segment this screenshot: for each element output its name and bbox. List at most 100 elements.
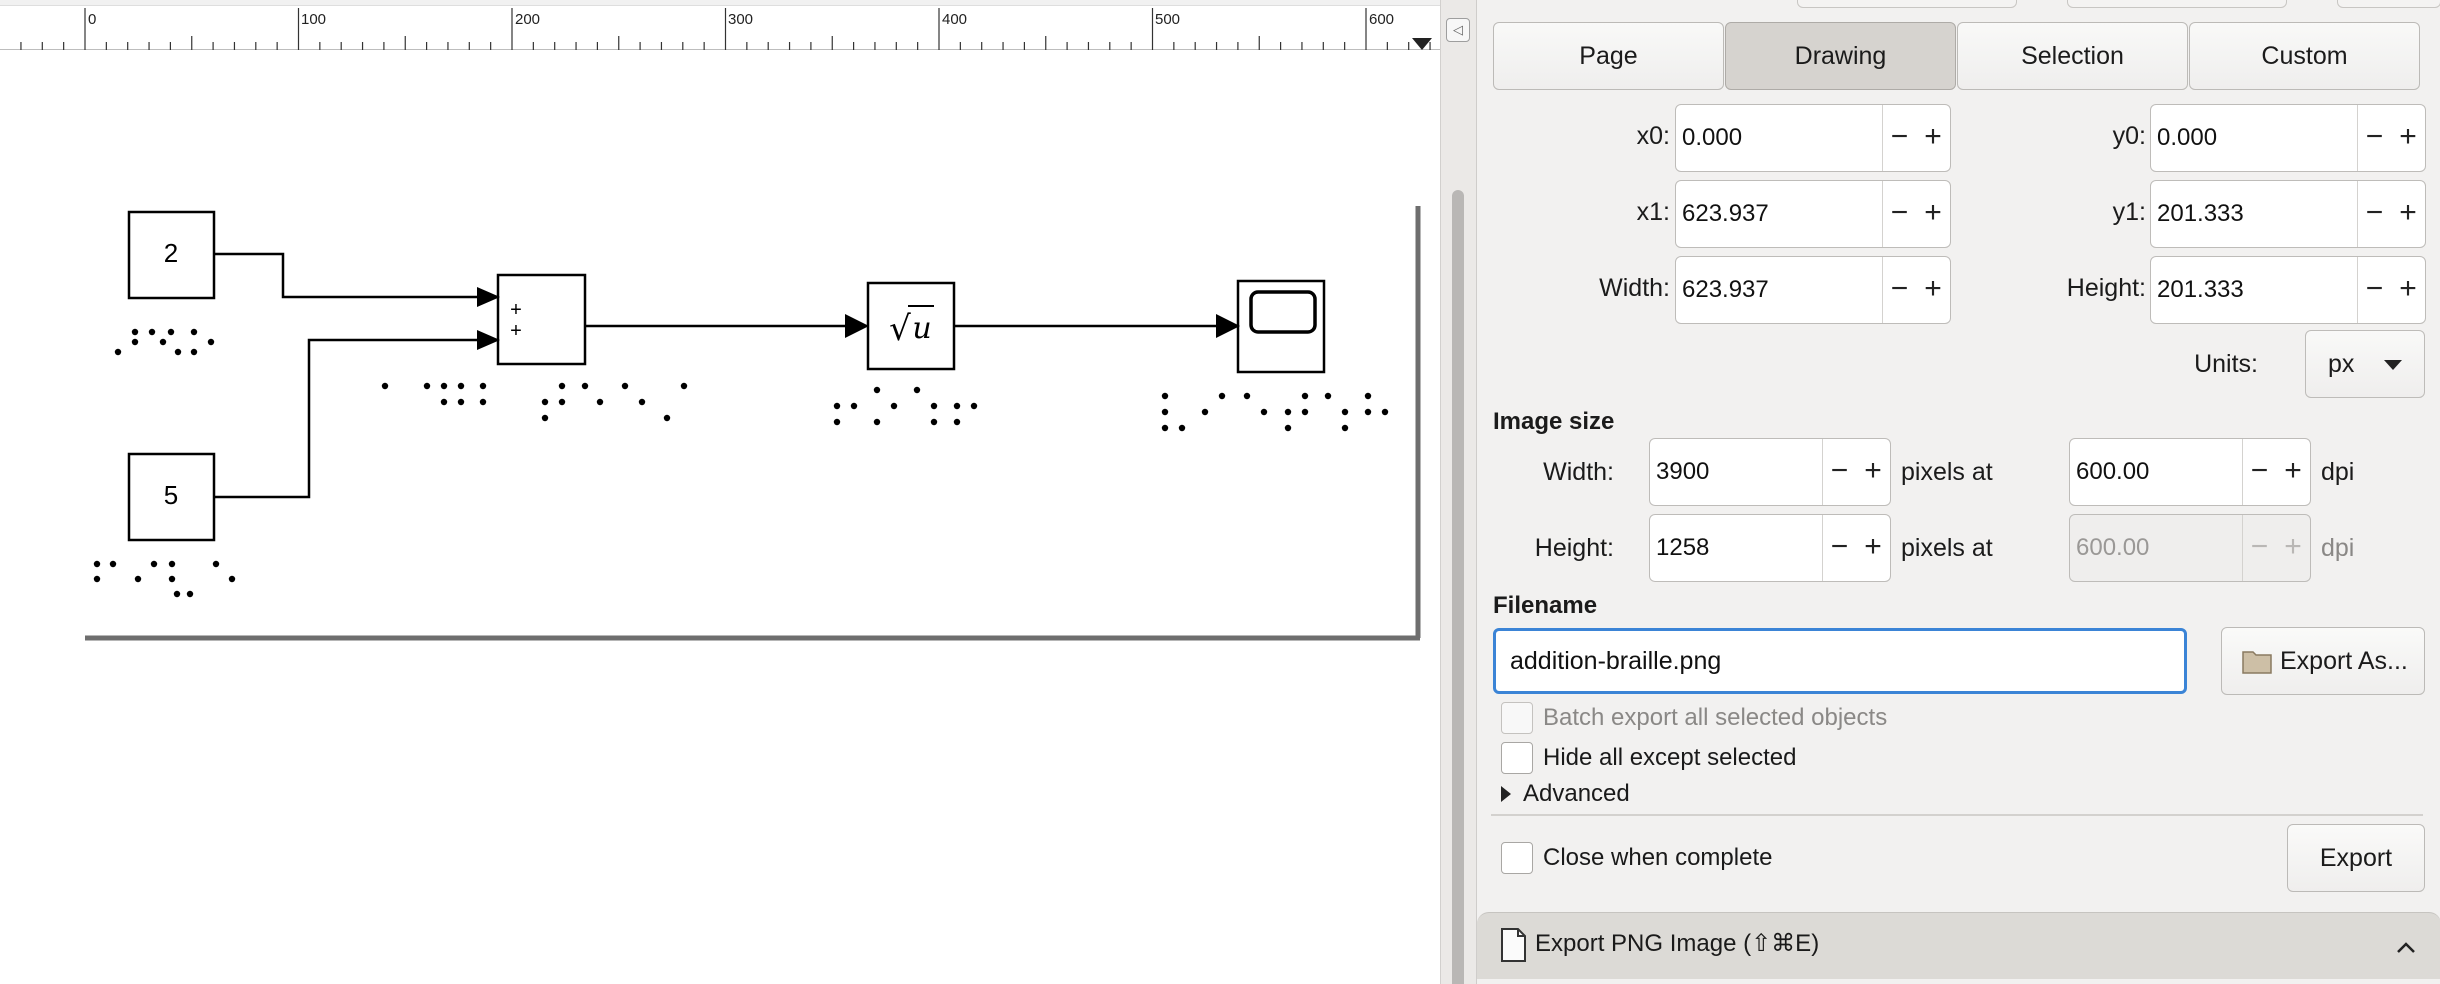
y0-increment-button[interactable]: + bbox=[2399, 120, 2417, 153]
vertical-scrollbar[interactable]: ◁ bbox=[1440, 0, 1476, 984]
folder-icon bbox=[2242, 651, 2272, 674]
x0-spinbox: − + bbox=[1675, 104, 1951, 172]
sqrt-block[interactable]: √ u bbox=[866, 281, 956, 371]
ruler-label-100: 100 bbox=[301, 11, 327, 28]
dock-toggle-button[interactable]: ◁ bbox=[1446, 18, 1470, 42]
x1-input[interactable] bbox=[1676, 181, 1882, 247]
signal-lines bbox=[214, 252, 1222, 499]
area-width-increment-button[interactable]: + bbox=[1924, 272, 1942, 305]
export-as-button[interactable]: Export As... bbox=[2221, 627, 2425, 695]
export-png-title: Export PNG Image (⇧⌘E) bbox=[1535, 930, 1820, 957]
batch-export-checkbox[interactable] bbox=[1501, 702, 1533, 734]
close-when-complete-checkbox[interactable] bbox=[1501, 842, 1533, 874]
ruler-top-strip bbox=[0, 0, 1440, 6]
vertical-scrollbar-thumb[interactable] bbox=[1452, 190, 1464, 984]
tab-drawing[interactable]: Drawing bbox=[1725, 22, 1956, 90]
drawing-svg[interactable]: 2 5 + + √ u bbox=[0, 0, 1440, 984]
toolbar-stub-2 bbox=[2067, 0, 2287, 8]
constant-block-5[interactable]: 5 bbox=[127, 452, 216, 542]
export-as-label: Export As... bbox=[2280, 647, 2408, 675]
document-icon bbox=[1501, 928, 1526, 962]
braille-label-constant-2 bbox=[114, 328, 215, 356]
dpi-x-decrement-button[interactable]: − bbox=[2242, 439, 2276, 505]
ruler-ticks bbox=[20, 8, 1431, 50]
dpi-y-spinbox: − + bbox=[2069, 514, 2311, 582]
x1-decrement-button[interactable]: − bbox=[1882, 181, 1916, 247]
image-height-spinbox: − + bbox=[1649, 514, 1891, 582]
x0-decrement-button[interactable]: − bbox=[1882, 105, 1916, 171]
filename-input[interactable] bbox=[1493, 628, 2187, 694]
dpi-y-input bbox=[2070, 515, 2242, 581]
toolbar-stub-1 bbox=[1797, 0, 2017, 8]
ruler-label-500: 500 bbox=[1155, 11, 1181, 28]
constant-5-value: 5 bbox=[164, 480, 178, 510]
sqrt-symbol: √ bbox=[889, 309, 911, 349]
close-when-complete-row: Close when complete bbox=[1501, 840, 1772, 876]
image-height-decrement-button[interactable]: − bbox=[1822, 515, 1856, 581]
y0-label: y0: bbox=[2112, 122, 2146, 150]
dpi-x-increment-button[interactable]: + bbox=[2284, 454, 2302, 487]
area-height-input[interactable] bbox=[2151, 257, 2357, 323]
x0-increment-button[interactable]: + bbox=[1924, 120, 1942, 153]
x0-label: x0: bbox=[1636, 122, 1670, 150]
batch-export-row: Batch export all selected objects bbox=[1501, 700, 1887, 736]
sum-sign-1: + bbox=[510, 299, 522, 321]
area-width-decrement-button[interactable]: − bbox=[1882, 257, 1916, 323]
advanced-expander[interactable]: Advanced bbox=[1501, 778, 1630, 810]
dpi-x-input[interactable] bbox=[2070, 439, 2242, 505]
image-width-decrement-button[interactable]: − bbox=[1822, 439, 1856, 505]
export-png-panel: Page Drawing Selection Custom x0: − + y0… bbox=[1476, 0, 2440, 984]
y1-spinbox: − + bbox=[2150, 180, 2426, 248]
tab-page[interactable]: Page bbox=[1493, 22, 1724, 90]
y1-decrement-button[interactable]: − bbox=[2357, 181, 2391, 247]
export-button[interactable]: Export bbox=[2287, 824, 2425, 892]
x1-increment-button[interactable]: + bbox=[1924, 196, 1942, 229]
ruler-label-600: 600 bbox=[1369, 11, 1395, 28]
image-width-input[interactable] bbox=[1650, 439, 1822, 505]
ruler-label-0: 0 bbox=[88, 11, 97, 28]
braille-label-sum bbox=[381, 382, 688, 422]
hide-except-label: Hide all except selected bbox=[1543, 744, 1797, 771]
area-width-label: Width: bbox=[1599, 274, 1670, 302]
area-height-label: Height: bbox=[2066, 274, 2146, 302]
y0-input[interactable] bbox=[2151, 105, 2357, 171]
area-width-input[interactable] bbox=[1676, 257, 1882, 323]
y0-decrement-button[interactable]: − bbox=[2357, 105, 2391, 171]
advanced-label: Advanced bbox=[1523, 780, 1630, 807]
area-height-decrement-button[interactable]: − bbox=[2357, 257, 2391, 323]
units-dropdown[interactable]: px bbox=[2305, 330, 2425, 398]
y1-input[interactable] bbox=[2151, 181, 2357, 247]
dpi-x-spinbox: − + bbox=[2069, 438, 2311, 506]
sum-sign-2: + bbox=[510, 320, 522, 342]
tab-custom[interactable]: Custom bbox=[2189, 22, 2420, 90]
hide-except-checkbox[interactable] bbox=[1501, 742, 1533, 774]
horizontal-ruler[interactable]: 0 100 200 300 400 500 600 bbox=[0, 0, 1440, 50]
y1-increment-button[interactable]: + bbox=[2399, 196, 2417, 229]
scope-block[interactable] bbox=[1236, 279, 1326, 374]
y1-label: y1: bbox=[2112, 198, 2146, 226]
footer-bottom-strip bbox=[1477, 979, 2440, 984]
image-width-increment-button[interactable]: + bbox=[1864, 454, 1882, 487]
braille-label-sqrt bbox=[833, 386, 978, 426]
batch-export-label: Batch export all selected objects bbox=[1543, 704, 1888, 731]
area-height-increment-button[interactable]: + bbox=[2399, 272, 2417, 305]
dpi-y-decrement-button: − bbox=[2242, 515, 2276, 581]
canvas-area[interactable]: 2 5 + + √ u bbox=[0, 0, 1440, 984]
image-size-heading: Image size bbox=[1493, 408, 1615, 435]
area-width-spinbox: − + bbox=[1675, 256, 1951, 324]
image-height-increment-button[interactable]: + bbox=[1864, 530, 1882, 563]
constant-2-value: 2 bbox=[164, 238, 178, 268]
sum-block[interactable]: + + bbox=[496, 273, 587, 366]
export-dialog-footer[interactable]: Export PNG Image (⇧⌘E) bbox=[1477, 912, 2440, 984]
dpi-y-increment-button: + bbox=[2284, 530, 2302, 563]
dpi-x-unit-label: dpi bbox=[2321, 458, 2355, 486]
chevron-up-icon[interactable] bbox=[2395, 937, 2417, 959]
units-label: Units: bbox=[2194, 350, 2258, 378]
image-height-input[interactable] bbox=[1650, 515, 1822, 581]
x1-spinbox: − + bbox=[1675, 180, 1951, 248]
ruler-label-200: 200 bbox=[515, 11, 541, 28]
constant-block-2[interactable]: 2 bbox=[127, 210, 216, 300]
x0-input[interactable] bbox=[1676, 105, 1882, 171]
tab-selection[interactable]: Selection bbox=[1957, 22, 2188, 90]
units-value: px bbox=[2328, 350, 2355, 378]
